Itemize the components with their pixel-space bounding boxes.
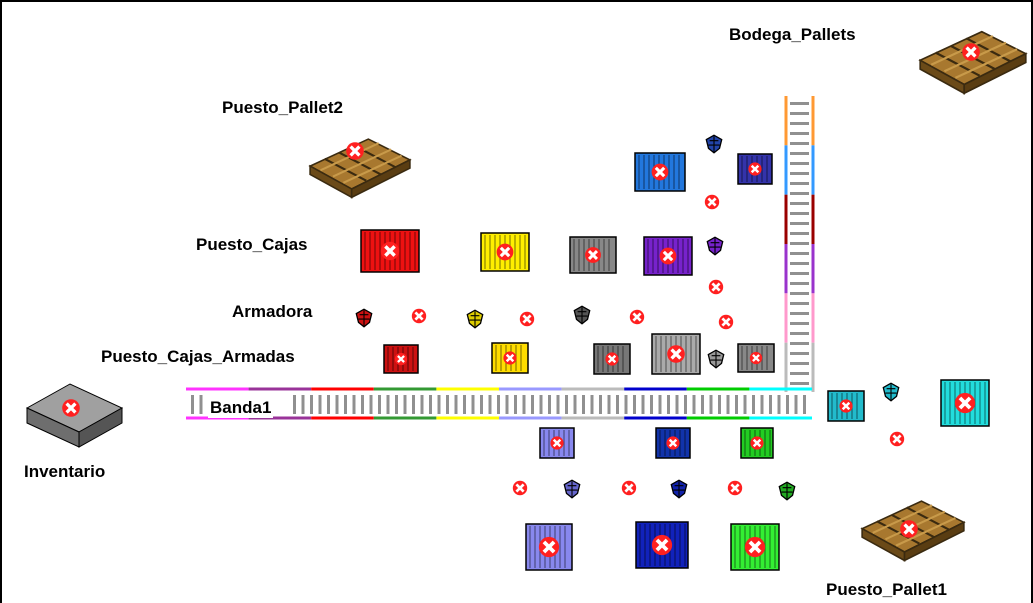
- error-icon: [888, 430, 906, 448]
- armadora-navy: [670, 479, 688, 499]
- label-bodega-pallets: Bodega_Pallets: [729, 25, 856, 44]
- error-icon: [749, 435, 765, 451]
- label-armadora: Armadora: [232, 302, 313, 321]
- error-icon: [742, 534, 768, 560]
- error-icon: [747, 161, 763, 177]
- caja-bottom-navy: [635, 521, 689, 569]
- error-icon: [511, 479, 529, 497]
- caja-puesto-cajas-red: [360, 229, 420, 273]
- error-icon: [703, 193, 721, 211]
- caja-armada-lightgray: [651, 333, 701, 375]
- error-icon: [628, 308, 646, 326]
- error-icon: [379, 240, 401, 262]
- error-icon: [495, 242, 515, 262]
- pallet-puesto1: [861, 500, 965, 562]
- caja-armada-gray: [593, 343, 631, 375]
- armadora-yellow: [466, 309, 484, 329]
- caja-gray: [569, 236, 617, 274]
- error-icon: [583, 245, 603, 265]
- error-icon: [952, 390, 978, 416]
- caja-cyan-large: [940, 379, 990, 427]
- pallet-puesto2: [309, 138, 411, 199]
- caja-bottom-green: [730, 523, 780, 571]
- error-icon: [604, 351, 620, 367]
- error-icon: [518, 310, 536, 328]
- error-icon: [898, 518, 920, 540]
- error-icon: [838, 398, 854, 414]
- error-icon: [960, 41, 982, 63]
- error-icon: [649, 532, 675, 558]
- armadora-cyan: [882, 382, 900, 402]
- armadora-red: [355, 308, 373, 328]
- error-icon: [549, 435, 565, 451]
- error-icon: [650, 162, 670, 182]
- caja-purple: [643, 236, 693, 276]
- caja-below-navy: [655, 427, 691, 459]
- vertical-conveyor: [784, 96, 815, 392]
- error-icon: [410, 307, 428, 325]
- armadora-purple-top: [706, 236, 724, 256]
- armadora-gray: [573, 305, 591, 325]
- error-icon: [665, 343, 687, 365]
- caja-below-lilac: [539, 427, 575, 459]
- error-icon: [536, 534, 562, 560]
- label-puesto-pallet2: Puesto_Pallet2: [222, 98, 343, 117]
- armadora-lilac: [563, 479, 581, 499]
- label-puesto-cajas: Puesto_Cajas: [196, 235, 308, 254]
- label-banda1: Banda1: [208, 398, 274, 418]
- armadora-green: [778, 481, 796, 501]
- caja-cyan-small: [827, 390, 865, 422]
- conveyor-banda1: [186, 387, 812, 420]
- caja-armada-gray2: [737, 343, 775, 373]
- error-icon: [726, 479, 744, 497]
- error-icon: [393, 351, 409, 367]
- error-icon: [502, 350, 518, 366]
- armadoras-layer: [355, 134, 900, 501]
- error-icon: [748, 350, 764, 366]
- caja-navy-top: [737, 153, 773, 185]
- armadora-navy-top: [705, 134, 723, 154]
- error-icon: [60, 397, 82, 419]
- error-icon: [344, 140, 366, 162]
- armadora-lightgray: [707, 349, 725, 369]
- label-inventario: Inventario: [24, 462, 106, 481]
- inventario-station: [25, 383, 124, 448]
- caja-yellow: [480, 232, 530, 272]
- error-icon: [707, 278, 725, 296]
- caja-armada-yellow: [491, 342, 529, 374]
- boxes-layer: [360, 152, 990, 571]
- label-puesto-pallet1: Puesto_Pallet1: [826, 580, 947, 599]
- error-icon: [620, 479, 638, 497]
- caja-below-green: [740, 427, 774, 459]
- caja-bottom-lilac: [525, 523, 573, 571]
- label-puesto-cajas-armadas: Puesto_Cajas_Armadas: [101, 347, 295, 366]
- error-icon: [717, 313, 735, 331]
- pallet-bodega: [919, 30, 1027, 95]
- caja-blue-top: [634, 152, 686, 192]
- caja-armada-red: [383, 344, 419, 374]
- error-icon: [665, 435, 681, 451]
- error-icon: [658, 246, 678, 266]
